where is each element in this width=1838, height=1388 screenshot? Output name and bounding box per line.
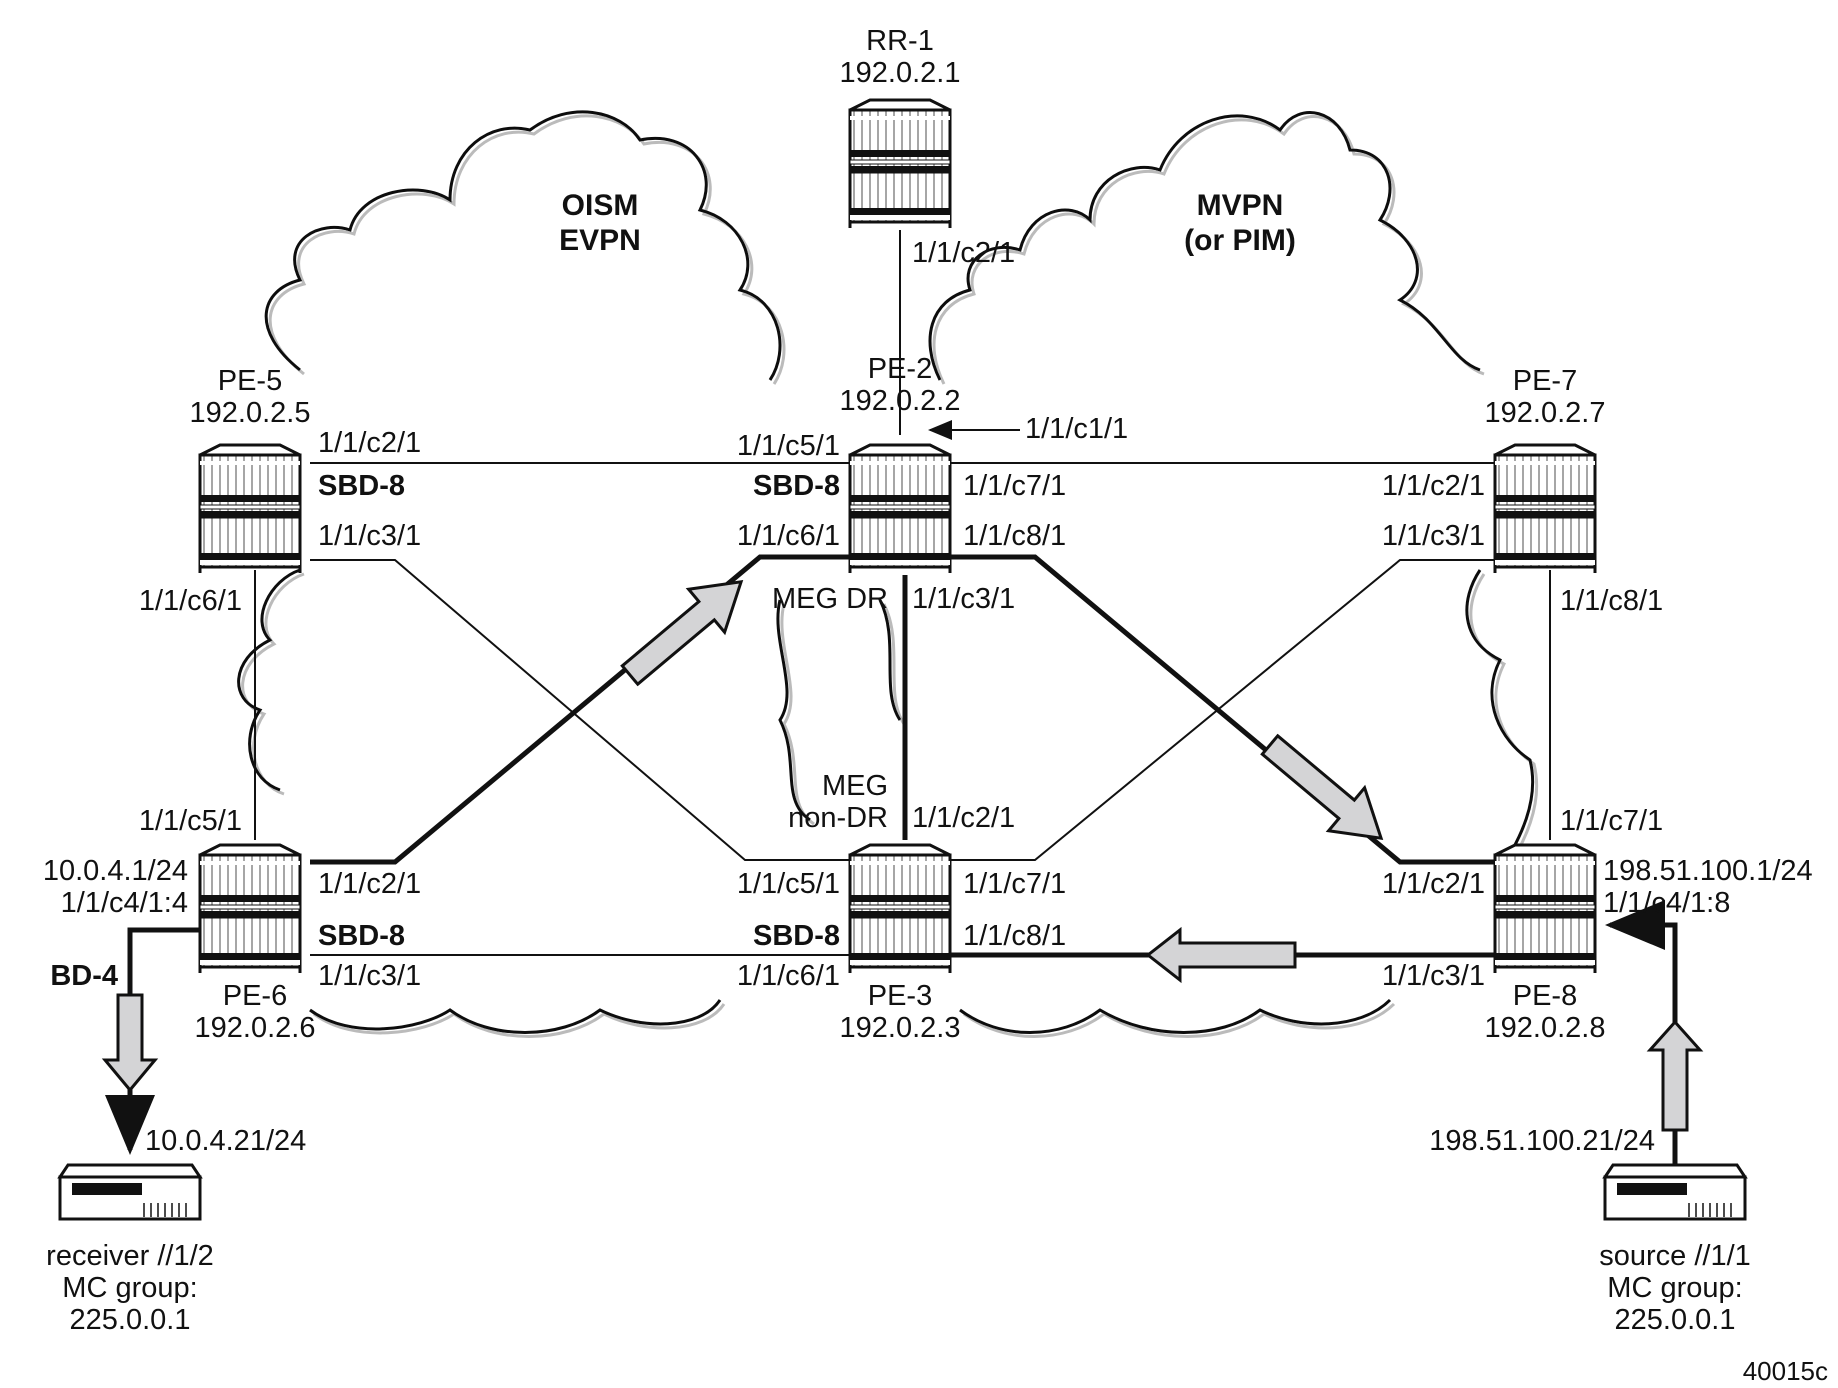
pe8-ip: 192.0.2.8 [1485, 1012, 1606, 1044]
link-pe5-pe3 [310, 559, 850, 861]
pe3-ip: 192.0.2.3 [840, 1012, 961, 1044]
pe5-name: PE-5 [218, 365, 282, 397]
rr1-name: RR-1 [866, 25, 934, 57]
cloud-oism-evpn [237, 110, 811, 1034]
pe3-port-c2: 1/1/c2/1 [912, 802, 1015, 834]
pe6-port-c3: 1/1/c3/1 [318, 960, 421, 992]
pe2-port-c7: 1/1/c7/1 [963, 470, 1066, 502]
router-pe3[interactable] [848, 843, 952, 975]
pe7-ip: 192.0.2.7 [1485, 397, 1606, 429]
pe2-port-c8: 1/1/c8/1 [963, 520, 1066, 552]
rr1-ip: 192.0.2.1 [840, 57, 961, 89]
source-line1: source //1/1 [1599, 1240, 1751, 1272]
source-line2: MC group: [1607, 1272, 1742, 1304]
pe6-name: PE-6 [223, 980, 287, 1012]
pe3-role-2: non-DR [788, 802, 888, 834]
source-ip: 198.51.100.21/24 [1429, 1125, 1655, 1157]
pe3-port-c5: 1/1/c5/1 [737, 868, 840, 900]
pe7-name: PE-7 [1513, 365, 1577, 397]
router-pe8[interactable] [1493, 843, 1597, 975]
flow-arrows [101, 579, 1704, 1132]
pe8-if-port: 1/1/c4/1:8 [1603, 887, 1730, 919]
link-pe2-pe6-thick [310, 554, 850, 865]
pe3-port-c8: 1/1/c8/1 [963, 920, 1066, 952]
receiver-line3: 225.0.0.1 [70, 1304, 191, 1336]
pe6-port-c5: 1/1/c5/1 [139, 805, 242, 837]
pe2-name: PE-2 [868, 353, 932, 385]
pe8-port-c3: 1/1/c3/1 [1382, 960, 1485, 992]
host-receiver[interactable] [58, 1163, 202, 1221]
router-pe7[interactable] [1493, 443, 1597, 575]
pe5-port-c6: 1/1/c6/1 [139, 585, 242, 617]
link-pe2-pe8-thick [950, 554, 1495, 865]
pe2-port-c3: 1/1/c3/1 [912, 583, 1015, 615]
pe5-port-c2: 1/1/c2/1 [318, 427, 421, 459]
pe8-port-c2: 1/1/c2/1 [1382, 868, 1485, 900]
pe6-ip: 192.0.2.6 [195, 1012, 316, 1044]
rr1-port: 1/1/c2/1 [912, 237, 1015, 269]
pe3-port-c7: 1/1/c7/1 [963, 868, 1066, 900]
pe6-if-port: 1/1/c4/1:4 [61, 887, 188, 919]
link-pe7-pe3 [950, 559, 1495, 861]
pe7-port-c3: 1/1/c3/1 [1382, 520, 1485, 552]
pe7-port-c2: 1/1/c2/1 [1382, 470, 1485, 502]
cloud-right-label-2: (or PIM) [1184, 224, 1296, 257]
pe2-role: MEG DR [772, 583, 888, 615]
source-line3: 225.0.0.1 [1615, 1304, 1736, 1336]
pe3-sbd: SBD-8 [753, 920, 840, 952]
receiver-line2: MC group: [62, 1272, 197, 1304]
cloud-left-label-1: OISM [562, 189, 639, 222]
pe2-port-c6: 1/1/c6/1 [737, 520, 840, 552]
pe5-port-c3: 1/1/c3/1 [318, 520, 421, 552]
pe8-if-ip: 198.51.100.1/24 [1603, 855, 1813, 887]
flow-arrow-pe6-to-receiver [101, 993, 159, 1093]
pe8-name: PE-8 [1513, 980, 1577, 1012]
figure-id: 40015c [1743, 1356, 1828, 1386]
pe3-name: PE-3 [868, 980, 932, 1012]
cloud-mvpn-pim [878, 111, 1535, 1034]
pe7-port-c8: 1/1/c8/1 [1560, 585, 1663, 617]
pe5-sbd: SBD-8 [318, 470, 405, 502]
router-pe6[interactable] [198, 843, 302, 975]
pe5-ip: 192.0.2.5 [190, 397, 311, 429]
pe6-if-ip: 10.0.4.1/24 [43, 855, 188, 887]
router-pe5[interactable] [198, 443, 302, 575]
pe8-port-c7: 1/1/c7/1 [1560, 805, 1663, 837]
pe2-port-c1: 1/1/c1/1 [1025, 413, 1128, 445]
cloud-left-label-2: EVPN [559, 224, 641, 257]
pe6-port-c2: 1/1/c2/1 [318, 868, 421, 900]
flow-arrow-pe2-to-pe6 [620, 579, 744, 687]
router-rr1[interactable] [848, 98, 952, 230]
host-source[interactable] [1603, 1163, 1747, 1221]
flow-arrow-pe8-to-pe2 [1260, 733, 1384, 841]
pe3-role-1: MEG [822, 770, 888, 802]
receiver-line1: receiver //1/2 [46, 1240, 214, 1272]
flow-arrow-source-to-pe8 [1646, 1019, 1704, 1132]
router-pe2[interactable] [848, 443, 952, 575]
pe2-sbd: SBD-8 [753, 470, 840, 502]
receiver-ip: 10.0.4.21/24 [145, 1125, 306, 1157]
pe2-ip: 192.0.2.2 [840, 385, 961, 417]
pe3-port-c6: 1/1/c6/1 [737, 960, 840, 992]
pe6-bd: BD-4 [50, 960, 118, 992]
cloud-right-label-1: MVPN [1197, 189, 1284, 222]
pe2-port-c5: 1/1/c5/1 [737, 430, 840, 462]
pe6-sbd: SBD-8 [318, 920, 405, 952]
flow-arrow-pe8-to-pe3 [1145, 926, 1297, 984]
